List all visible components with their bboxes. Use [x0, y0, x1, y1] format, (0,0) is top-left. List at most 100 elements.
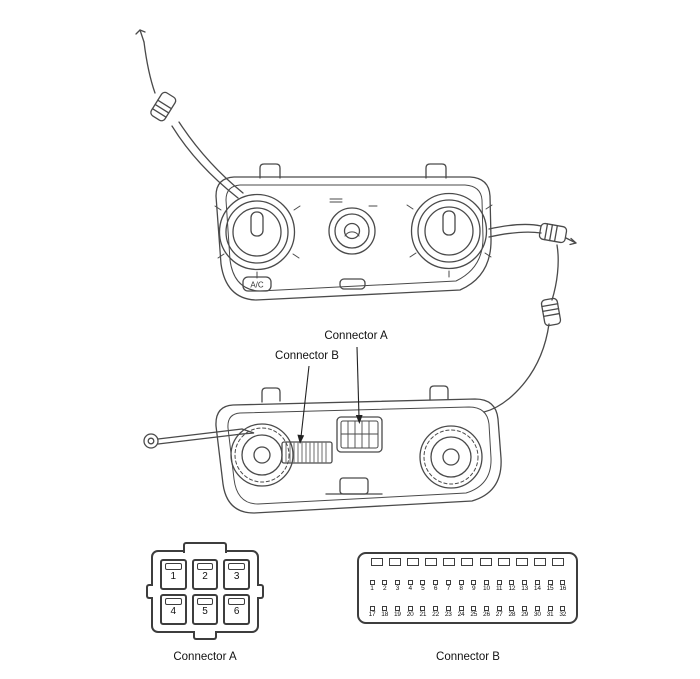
pin-slot — [522, 605, 528, 611]
pin-slot — [369, 579, 375, 585]
pin-number: 6 — [433, 584, 438, 592]
pin-slot — [165, 598, 182, 605]
connector-a-bottom-tab — [193, 631, 217, 640]
pin-number: 20 — [406, 610, 414, 618]
ac-button-label: A/C — [250, 281, 264, 290]
pin-slot — [534, 579, 540, 585]
pin-number: 13 — [521, 584, 529, 592]
connector-b-key-slots — [366, 558, 569, 566]
callout-connector-a: Connector A — [324, 330, 388, 342]
pin-slot — [471, 579, 477, 585]
pin-number: 1 — [170, 571, 177, 582]
rear-control-panel-drawing — [143, 385, 502, 514]
pin-number: 9 — [472, 584, 476, 592]
pin-number: 4 — [170, 606, 177, 617]
pin-number: 28 — [508, 610, 516, 618]
left-control-cable — [135, 29, 244, 199]
pin-9: 9 — [468, 579, 480, 593]
pin-slot — [509, 605, 515, 611]
pin-slot — [483, 605, 489, 611]
pin-13: 13 — [519, 579, 531, 593]
pin-11: 11 — [493, 579, 505, 593]
pin-slot — [547, 579, 553, 585]
key-slot — [533, 558, 546, 566]
connector-a-top-tab — [183, 542, 227, 553]
pin-number: 4 — [408, 584, 412, 592]
pin-number: 16 — [559, 584, 567, 592]
front-control-panel-drawing: A/C — [214, 163, 493, 301]
pin-15: 15 — [544, 579, 556, 593]
leader-arrow-a — [355, 415, 363, 424]
pin-23: 23 — [442, 605, 454, 619]
pin-slot — [394, 579, 400, 585]
pin-number: 5 — [202, 606, 208, 617]
pin-5: 5 — [417, 579, 429, 593]
callout-leader-lines — [297, 346, 363, 444]
pin-slot — [382, 605, 388, 611]
key-slot — [497, 558, 510, 566]
pin-number: 32 — [559, 610, 567, 618]
pin-number: 8 — [459, 584, 463, 592]
pin-1: 1 — [366, 579, 378, 593]
pin-slot — [196, 598, 214, 605]
pin-slot — [369, 605, 375, 611]
pin-number: 19 — [394, 610, 401, 618]
pin-slot — [228, 598, 246, 605]
pin-slot — [420, 605, 426, 611]
key-slot — [551, 558, 564, 566]
pin-21: 21 — [417, 605, 429, 619]
pin-number: 29 — [521, 610, 529, 618]
pin-number: 24 — [457, 610, 465, 618]
pin-slot — [560, 579, 566, 585]
pin-4: 4 — [404, 579, 416, 593]
pin-17: 17 — [366, 605, 378, 619]
pin-slot — [560, 605, 566, 611]
key-slot — [443, 558, 456, 566]
pin-slot — [407, 579, 413, 585]
key-slot — [461, 558, 474, 566]
pin-number: 14 — [533, 584, 541, 592]
pin-7: 7 — [442, 579, 454, 593]
key-slot — [515, 558, 528, 566]
pin-number: 26 — [483, 610, 490, 618]
pin-slot — [382, 579, 388, 585]
pin-number: 10 — [483, 584, 490, 592]
pin-2: 2 — [379, 579, 391, 593]
key-slot — [407, 558, 420, 566]
pin-6: 6 — [430, 579, 442, 593]
pin-12: 12 — [506, 579, 518, 593]
pin-slot — [547, 605, 553, 611]
callout-connector-b: Connector B — [275, 350, 339, 362]
pin-22: 22 — [430, 605, 442, 619]
connector-a-caption: Connector A — [173, 651, 237, 663]
pin-3: 3 — [391, 579, 403, 593]
pin-20: 20 — [404, 605, 416, 619]
pin-number: 11 — [496, 584, 503, 592]
pin-30: 30 — [531, 605, 543, 619]
connector-a-pin-row-2: 4 5 6 — [160, 594, 251, 625]
pin-8: 8 — [455, 579, 467, 593]
pin-number: 6 — [233, 606, 240, 617]
pin-31: 31 — [544, 605, 556, 619]
pin-slot — [433, 579, 439, 585]
pin-16: 16 — [557, 579, 569, 593]
pin-number: 22 — [432, 610, 440, 618]
pin-slot — [496, 605, 502, 611]
connector-b-caption: Connector B — [436, 651, 500, 663]
pin-slot — [458, 605, 464, 611]
pin-25: 25 — [468, 605, 480, 619]
pin-number: 5 — [421, 584, 425, 592]
pin-number: 7 — [446, 584, 451, 592]
pin-slot — [445, 605, 451, 611]
pin-number: 12 — [508, 584, 516, 592]
pin-slot — [471, 605, 477, 611]
pin-number: 3 — [395, 584, 400, 592]
key-slot — [479, 558, 492, 566]
pin-number: 2 — [202, 571, 208, 582]
key-slot — [371, 558, 383, 566]
